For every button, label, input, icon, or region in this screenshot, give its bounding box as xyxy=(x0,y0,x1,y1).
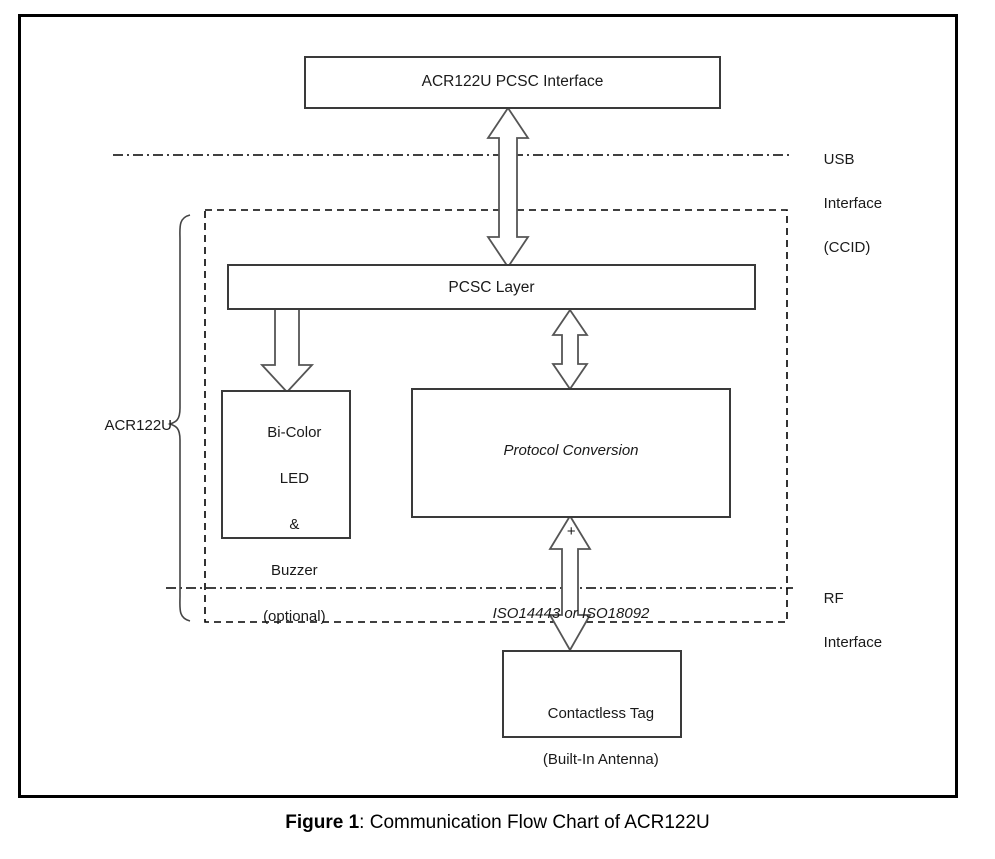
led-line-2: LED xyxy=(279,470,309,487)
box-pcsc-layer xyxy=(227,264,756,310)
protocol-line-1: Protocol Conversion xyxy=(503,442,639,459)
box-led-buzzer xyxy=(221,390,351,539)
protocol-line-2: + xyxy=(566,523,576,540)
label-protocol-conversion: Protocol Conversion + ISO14443 or ISO180… xyxy=(412,398,730,666)
arrow-pcsc-interface-to-pcsc-layer xyxy=(486,106,530,269)
label-usb-interface-boundary: USB Interface (CCID) xyxy=(807,127,977,281)
arrow-pcsc-layer-to-protocol-conversion xyxy=(551,308,589,391)
usb-line-1: USB xyxy=(823,151,855,168)
led-line-4: Buzzer xyxy=(270,562,318,579)
protocol-line-3: ISO14443 or ISO18092 xyxy=(492,605,650,622)
led-line-3: & xyxy=(289,516,300,533)
box-pcsc-interface xyxy=(304,56,721,109)
tag-line-2: (Built-In Antenna) xyxy=(542,751,659,768)
label-pcsc-layer: PCSC Layer xyxy=(448,279,535,296)
figure-caption-separator: : xyxy=(359,812,370,833)
label-rf-interface-boundary: RF Interface xyxy=(807,566,977,676)
tag-line-1: Contactless Tag xyxy=(547,705,655,722)
acr122u-device-region xyxy=(204,209,788,623)
label-acr122u-group: ACR122U xyxy=(104,417,172,434)
led-line-1: Bi-Color xyxy=(267,424,322,441)
usb-line-2: Interface xyxy=(823,195,883,212)
label-contactless-tag: Contactless Tag (Built-In Antenna) xyxy=(505,679,680,794)
box-contactless-tag xyxy=(502,650,682,738)
figure-caption-text: Communication Flow Chart of ACR122U xyxy=(369,812,710,833)
acr122u-grouping-brace xyxy=(167,214,191,622)
led-line-5: (optional) xyxy=(263,608,326,625)
figure-caption-number: Figure 1 xyxy=(285,812,360,833)
page-frame-border xyxy=(18,14,958,798)
arrow-pcsc-layer-to-led-buzzer xyxy=(259,307,315,394)
rf-line-1: RF xyxy=(823,590,844,607)
figure-caption: Figure 1: Communication Flow Chart of AC… xyxy=(0,812,995,834)
box-protocol-conversion xyxy=(411,388,731,518)
label-led-buzzer: Bi-Color LED & Buzzer (optional) xyxy=(222,398,350,651)
rf-line-2: Interface xyxy=(823,634,883,651)
label-pcsc-interface: ACR122U PCSC Interface xyxy=(421,73,604,90)
usb-line-3: (CCID) xyxy=(823,239,871,256)
